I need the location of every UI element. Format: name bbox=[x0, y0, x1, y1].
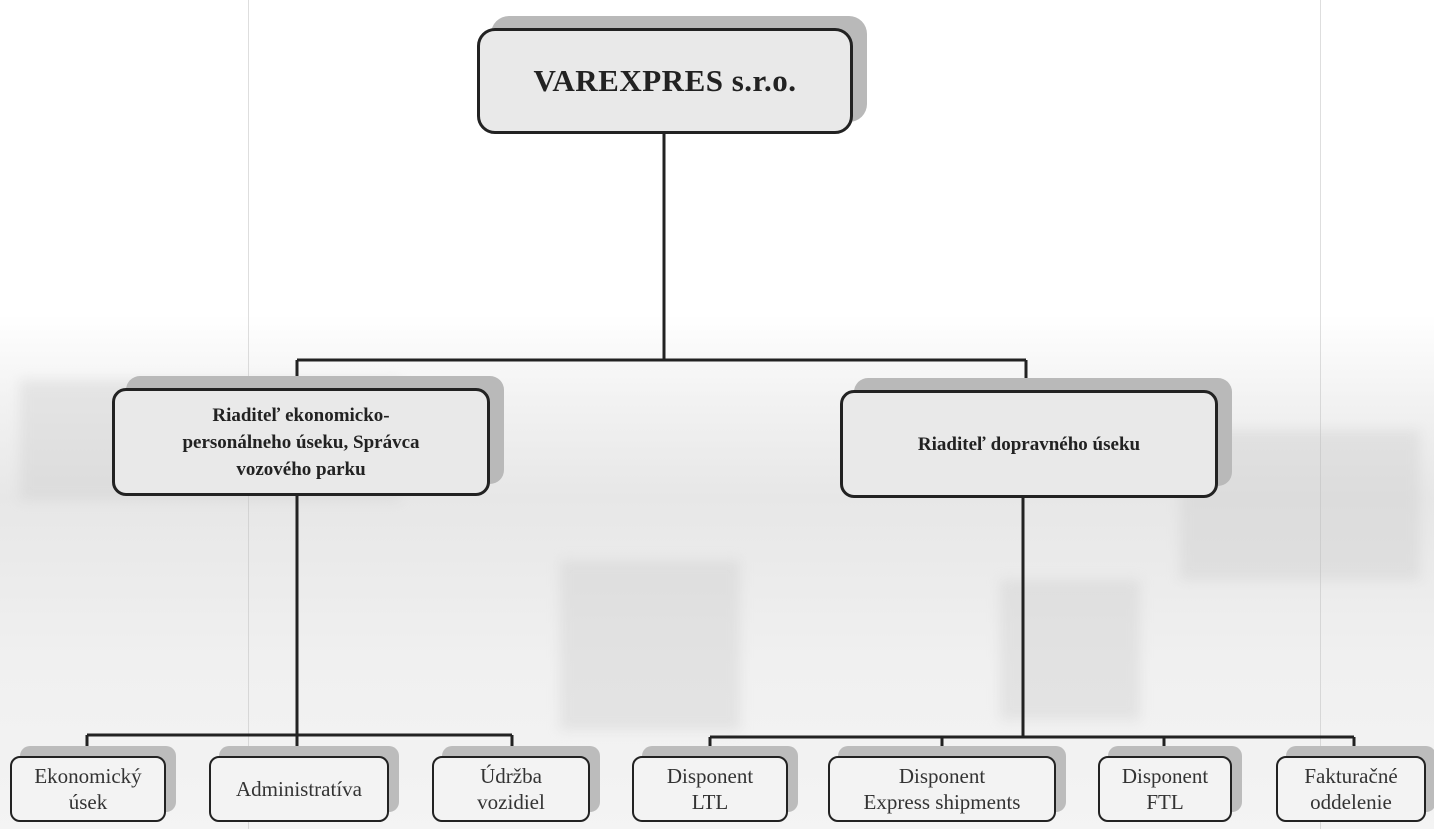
unit-label-line-2: úsek bbox=[68, 790, 108, 814]
unit-label-line-2: Express shipments bbox=[863, 790, 1021, 814]
unit-ekonomicky-usek: Ekonomický úsek bbox=[10, 756, 166, 822]
unit-label-line-1: Ekonomický bbox=[34, 764, 142, 788]
unit-disponent-ltl: Disponent LTL bbox=[632, 756, 788, 822]
unit-disponent-ftl: Disponent FTL bbox=[1098, 756, 1232, 822]
unit-label-line-2: vozidiel bbox=[477, 790, 545, 814]
right-director-node: Riaditeľ dopravného úseku bbox=[840, 390, 1218, 498]
org-root-label: VAREXPRES s.r.o. bbox=[533, 63, 797, 98]
unit-fakturacne-oddelenie: Fakturačné oddelenie bbox=[1276, 756, 1426, 822]
unit-label-line-1: Fakturačné bbox=[1304, 764, 1398, 788]
unit-disponent-express: Disponent Express shipments bbox=[828, 756, 1056, 822]
unit-label-line-2: oddelenie bbox=[1310, 790, 1392, 814]
left-director-node: Riaditeľ ekonomicko- personálneho úseku,… bbox=[112, 388, 490, 496]
left-director-line-2: personálneho úseku, Správca bbox=[182, 431, 420, 453]
unit-label-line-1: Údržba bbox=[480, 764, 542, 788]
left-director-line-1: Riaditeľ ekonomicko- bbox=[212, 404, 390, 426]
unit-label-line-2: LTL bbox=[691, 790, 729, 814]
unit-udrzba-vozidiel: Údržba vozidiel bbox=[432, 756, 590, 822]
unit-label-line-1: Disponent bbox=[898, 764, 986, 788]
scan-line bbox=[1320, 0, 1321, 829]
unit-label-line-1: Administratíva bbox=[236, 777, 362, 801]
unit-label-line-2: FTL bbox=[1146, 790, 1184, 814]
left-director-line-3: vozového parku bbox=[236, 458, 366, 480]
right-director-label: Riaditeľ dopravného úseku bbox=[917, 433, 1141, 455]
unit-label-line-1: Disponent bbox=[666, 764, 754, 788]
org-root-node: VAREXPRES s.r.o. bbox=[477, 28, 853, 134]
unit-label-line-1: Disponent bbox=[1121, 764, 1209, 788]
unit-administrativa: Administratíva bbox=[209, 756, 389, 822]
